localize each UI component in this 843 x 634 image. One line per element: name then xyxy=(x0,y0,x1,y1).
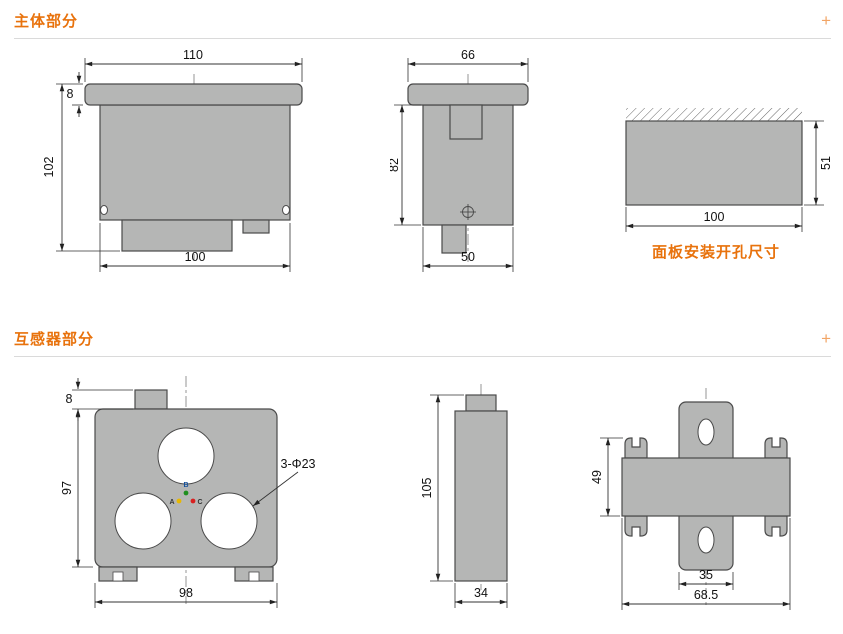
side-flange xyxy=(407,83,529,106)
dim-side-height: 82 xyxy=(390,104,421,226)
dim-ct-height: 97 xyxy=(60,409,93,568)
ct-hole-right xyxy=(200,492,258,550)
svg-text:100: 100 xyxy=(704,210,725,224)
svg-text:100: 100 xyxy=(185,250,206,264)
cutout-rect xyxy=(625,120,803,206)
svg-text:34: 34 xyxy=(474,586,488,600)
phase-a-dot xyxy=(176,498,182,504)
dim-ct-side-height: 105 xyxy=(420,394,464,582)
svg-text:8: 8 xyxy=(67,87,74,101)
clip-bottom-right xyxy=(764,515,788,537)
main-side-view: 66 82 50 xyxy=(390,48,529,272)
dim-side-width-top: 66 xyxy=(407,48,529,82)
dim-front-flange-height: 8 xyxy=(67,72,83,117)
svg-text:51: 51 xyxy=(819,156,833,170)
svg-text:110: 110 xyxy=(183,48,203,62)
plus-decoration-ct: + xyxy=(821,328,831,348)
dim-cutout-width: 100 xyxy=(625,207,803,232)
phase-b-label: B xyxy=(183,482,188,489)
phase-c-dot xyxy=(190,498,196,504)
dim-mount-bar-height: 49 xyxy=(590,437,623,517)
svg-text:49: 49 xyxy=(590,470,604,484)
side-bottom-block xyxy=(441,224,467,254)
side-top-block xyxy=(449,104,483,140)
svg-text:35: 35 xyxy=(699,568,713,582)
mount-slot-bottom xyxy=(697,526,715,554)
ground-screw-symbol xyxy=(460,204,476,220)
ct-hole-left xyxy=(114,492,172,550)
dim-ct-holes-callout: 3-Φ23 xyxy=(252,457,316,507)
dim-cutout-height: 51 xyxy=(804,120,833,206)
ct-top-tab xyxy=(134,389,168,410)
section-title-main: 主体部分 xyxy=(14,13,79,30)
ct-foot-right-slot xyxy=(248,571,260,582)
ct-front-view: B A C 8 97 98 3-Φ23 xyxy=(60,376,316,608)
svg-text:98: 98 xyxy=(179,586,193,600)
dim-mount-rail-width: 35 xyxy=(678,568,734,590)
phase-c-label: C xyxy=(197,499,202,506)
dim-front-width-bottom: 100 xyxy=(99,223,291,272)
front-terminal-step xyxy=(242,219,270,234)
screw-hole-left xyxy=(100,205,108,215)
dim-front-width-top: 110 xyxy=(84,48,303,82)
ct-side-body xyxy=(454,410,508,582)
front-bottom-block xyxy=(121,219,233,252)
dim-ct-side-width: 34 xyxy=(454,583,508,608)
dim-front-height: 102 xyxy=(42,83,120,252)
clip-top-left xyxy=(624,437,648,459)
screw-hole-right xyxy=(282,205,290,215)
front-body xyxy=(99,104,291,221)
svg-text:102: 102 xyxy=(42,157,56,178)
clip-top-right xyxy=(764,437,788,459)
section-header-main: 主体部分 + xyxy=(14,10,831,39)
phase-a-label: A xyxy=(169,499,174,506)
ct-hole-top xyxy=(157,427,215,485)
panel-hatch xyxy=(626,108,802,121)
ct-side-view: 105 34 xyxy=(420,384,508,608)
svg-text:50: 50 xyxy=(461,250,475,264)
svg-text:97: 97 xyxy=(60,481,74,495)
dim-mount-total-width: 68.5 xyxy=(621,518,791,610)
dim-side-width-bottom: 50 xyxy=(422,227,514,272)
svg-text:82: 82 xyxy=(390,158,401,172)
svg-text:105: 105 xyxy=(420,478,434,499)
dim-ct-width: 98 xyxy=(94,583,278,608)
phase-b-dot xyxy=(183,490,189,496)
section-title-ct: 互感器部分 xyxy=(14,331,95,348)
holes-label: 3-Φ23 xyxy=(281,457,316,471)
svg-text:8: 8 xyxy=(66,392,73,406)
mount-bar xyxy=(621,457,791,517)
svg-text:68.5: 68.5 xyxy=(694,588,718,602)
ct-mount-view: 49 35 68.5 xyxy=(590,388,791,610)
section-header-ct: 互感器部分 + xyxy=(14,328,831,357)
phase-marks: B A C xyxy=(169,482,202,506)
plus-decoration-main: + xyxy=(821,10,831,30)
front-flange xyxy=(84,83,303,106)
main-front-view: 110 8 102 100 xyxy=(42,48,303,272)
clip-bottom-left xyxy=(624,515,648,537)
cutout-caption: 面板安装开孔尺寸 xyxy=(652,244,781,261)
svg-text:66: 66 xyxy=(461,48,475,62)
panel-cutout-view: 51 100 xyxy=(625,108,833,232)
ct-foot-left-slot xyxy=(112,571,124,582)
mount-slot-top xyxy=(697,418,715,446)
ct-side-tab xyxy=(465,394,497,412)
